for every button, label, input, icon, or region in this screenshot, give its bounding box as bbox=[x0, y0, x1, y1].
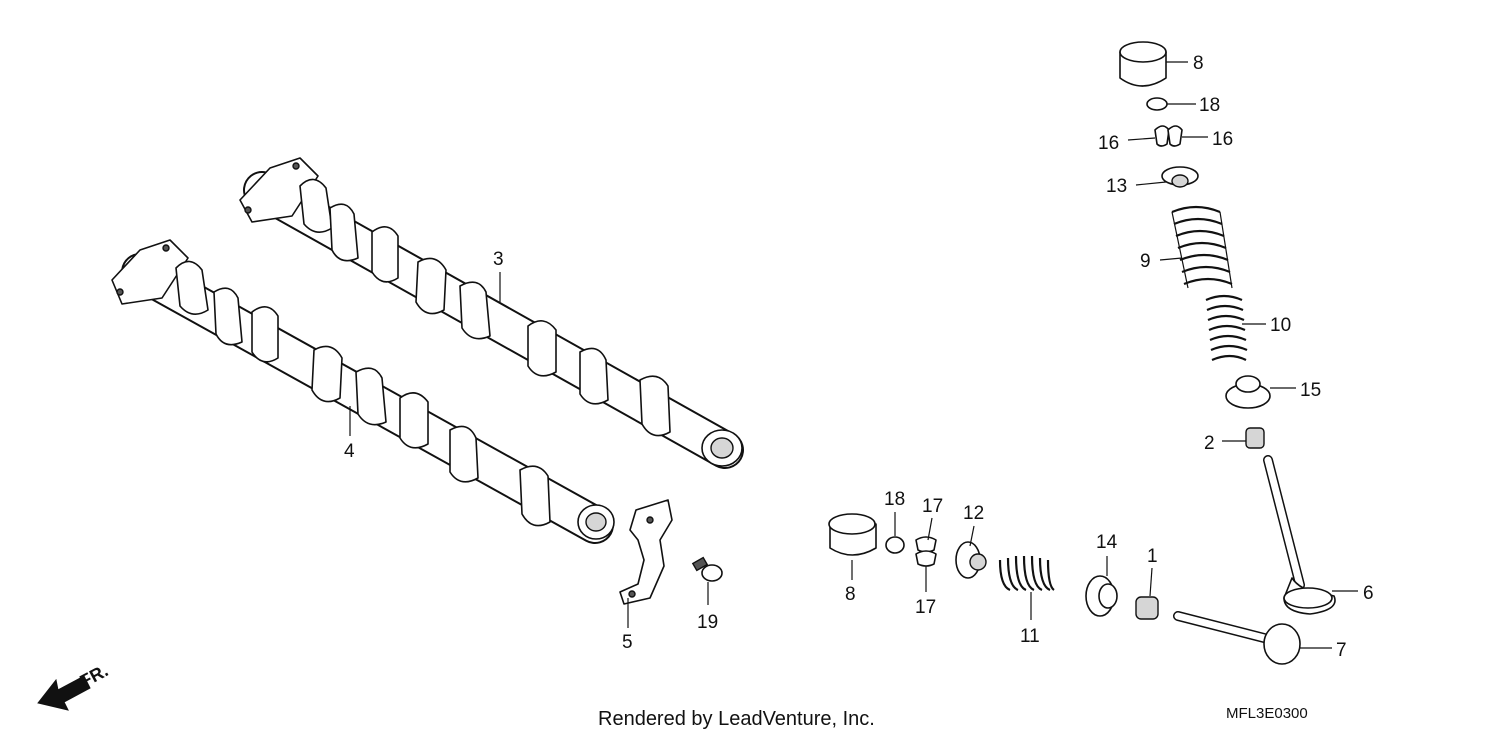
rendered-by-credit: Rendered by LeadVenture, Inc. bbox=[598, 708, 875, 730]
callout-2: 2 bbox=[1204, 433, 1215, 454]
callout-17-upper: 17 bbox=[922, 496, 943, 517]
valve-lifter-upper bbox=[1119, 41, 1167, 87]
valve-spring-lower bbox=[998, 555, 1055, 592]
valve-cotters-lower bbox=[915, 536, 937, 567]
spring-retainer-upper bbox=[1161, 166, 1199, 188]
callout-15: 15 bbox=[1300, 380, 1321, 401]
front-direction-arrow: FR. bbox=[37, 660, 111, 711]
callout-8-lower: 8 bbox=[845, 584, 856, 605]
cam-chain-bracket bbox=[619, 499, 673, 605]
callout-19: 19 bbox=[697, 612, 718, 633]
spring-seat-upper bbox=[1225, 375, 1271, 409]
spring-seat-lower bbox=[1085, 575, 1118, 617]
bolt bbox=[691, 556, 723, 582]
callout-9: 9 bbox=[1140, 251, 1151, 272]
camshaft-upper bbox=[239, 157, 744, 469]
callout-1: 1 bbox=[1147, 546, 1158, 567]
valve-stem-seal-lower bbox=[1135, 596, 1159, 620]
leader-lines bbox=[349, 61, 1358, 649]
callout-13: 13 bbox=[1106, 176, 1127, 197]
callout-14: 14 bbox=[1096, 532, 1118, 553]
exhaust-valve-lower bbox=[1173, 611, 1301, 665]
callout-18-lower: 18 bbox=[884, 489, 905, 510]
spring-retainer-lower bbox=[955, 541, 987, 579]
callout-12: 12 bbox=[963, 503, 984, 524]
callout-4: 4 bbox=[344, 441, 355, 462]
valve-shim-upper bbox=[1146, 97, 1168, 111]
callout-11: 11 bbox=[1020, 626, 1040, 647]
valve-stem-seal-upper bbox=[1245, 427, 1265, 449]
callout-16-right: 16 bbox=[1212, 129, 1233, 150]
camshaft-lower bbox=[111, 239, 615, 544]
callout-10: 10 bbox=[1270, 315, 1291, 336]
callout-5: 5 bbox=[622, 632, 633, 653]
valve-cotters-upper bbox=[1154, 125, 1183, 147]
callout-3: 3 bbox=[493, 249, 504, 270]
callout-6: 6 bbox=[1363, 583, 1374, 604]
callout-8-upper: 8 bbox=[1193, 53, 1204, 74]
callouts: 8 18 16 16 13 9 10 15 2 6 7 3 4 5 19 8 1… bbox=[344, 53, 1374, 661]
callout-17-lower: 17 bbox=[915, 597, 936, 618]
outer-valve-spring-upper bbox=[1171, 205, 1233, 289]
callout-16-left: 16 bbox=[1098, 133, 1119, 154]
callout-18-upper: 18 bbox=[1199, 95, 1220, 116]
intake-valve-upper bbox=[1263, 455, 1336, 615]
callout-7: 7 bbox=[1336, 640, 1347, 661]
valve-lifter-lower bbox=[828, 513, 877, 556]
valve-shim-lower bbox=[885, 536, 905, 554]
inner-valve-spring-upper bbox=[1205, 294, 1248, 362]
drawing-code: MFL3E0300 bbox=[1226, 705, 1308, 722]
